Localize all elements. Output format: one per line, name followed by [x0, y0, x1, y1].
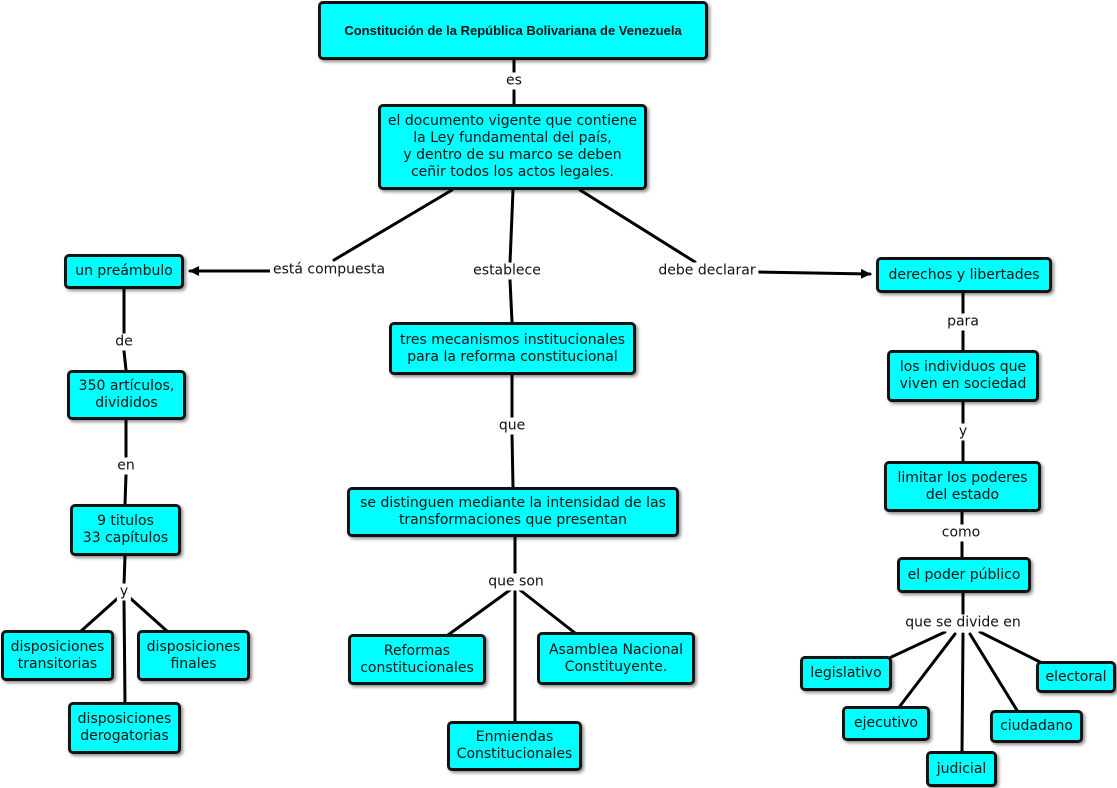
connector [510, 433, 515, 489]
connector [122, 349, 128, 372]
concept-root[interactable]: Constitución de la República Bolivariana… [318, 1, 708, 60]
concept-poder[interactable]: el poder público [897, 557, 1031, 593]
link-label-debe-declarar: debe declarar [655, 262, 759, 280]
concept-reformas[interactable]: Reformas constitucionales [348, 634, 486, 685]
link-label-es: es [503, 72, 525, 90]
concept-asamblea[interactable]: Asamblea Nacional Constituyente. [537, 632, 695, 685]
link-label-en: en [114, 457, 138, 475]
link-label-para: para [944, 313, 982, 331]
connector [78, 596, 120, 634]
connector [123, 473, 128, 506]
connector [508, 278, 514, 324]
concept-legislativo[interactable]: legislativo [800, 656, 892, 691]
connector [446, 588, 512, 637]
connector [518, 588, 577, 635]
connector [122, 598, 127, 705]
concept-preambulo[interactable]: un preámbulo [64, 254, 184, 289]
connector [578, 188, 697, 264]
connector [978, 630, 1042, 664]
concept-electoral[interactable]: electoral [1036, 661, 1116, 693]
connector [968, 632, 1020, 714]
concept-ciudadano[interactable]: ciudadano [990, 710, 1083, 743]
connector [755, 268, 872, 279]
concept-limitar[interactable]: limitar los poderes del estado [884, 461, 1041, 512]
link-label-y-right: y [955, 423, 971, 441]
link-label-que: que [495, 417, 529, 435]
link-label-esta-compuesta: está compuesta [269, 261, 389, 279]
link-label-establece: establece [470, 262, 544, 280]
connector [128, 596, 170, 634]
concept-transitorias[interactable]: disposiciones transitorias [1, 630, 114, 681]
link-label-que-son: que son [485, 573, 547, 591]
concept-ejecutivo[interactable]: ejecutivo [842, 706, 930, 741]
concept-individuos[interactable]: los individuos que viven en sociedad [887, 350, 1039, 402]
connector [332, 188, 454, 262]
connector [883, 630, 947, 662]
concept-definition[interactable]: el documento vigente que contiene la Ley… [378, 104, 647, 190]
concept-distinguen[interactable]: se distinguen mediante la intensidad de … [347, 487, 679, 537]
connector [508, 188, 515, 265]
concept-articulos[interactable]: 350 artículos, divididos [67, 370, 186, 420]
connector [960, 632, 965, 754]
connector [898, 632, 957, 708]
concept-derogatorias[interactable]: disposiciones derogatorias [68, 702, 181, 754]
link-label-como: como [938, 524, 984, 542]
concept-derechos[interactable]: derechos y libertades [876, 257, 1052, 293]
connector [122, 554, 127, 587]
concept-finales[interactable]: disposiciones finales [137, 630, 250, 681]
concept-judicial[interactable]: judicial [926, 751, 997, 787]
concept-mecanismos[interactable]: tres mecanismos institucionales para la … [389, 322, 636, 375]
link-label-de: de [112, 333, 136, 351]
link-label-y-left: y [116, 583, 132, 601]
concept-titulos[interactable]: 9 titulos 33 capítulos [70, 504, 181, 556]
link-label-que-se-divide-en: que se divide en [902, 614, 1024, 632]
concept-enmiendas[interactable]: Enmiendas Constitucionales [447, 721, 582, 771]
